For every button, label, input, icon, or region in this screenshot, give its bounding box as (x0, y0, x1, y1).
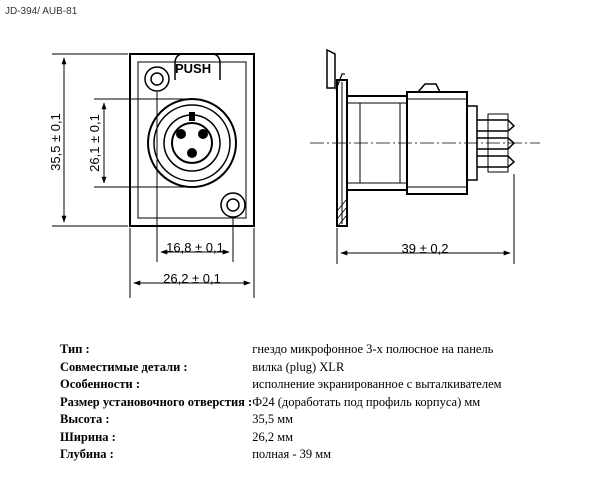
spec-row: Высота : 35,5 мм (60, 411, 580, 429)
spec-label: Совместимые детали : (60, 359, 188, 374)
spec-value: 35,5 мм (252, 412, 294, 427)
side-view (310, 48, 540, 227)
spec-row: Размер установочного отверстия :Ф24 (дор… (60, 394, 580, 412)
dim-depth: 39 ± 0,2 (402, 241, 449, 256)
drawing-title: JD-394/ AUB-81 (5, 6, 78, 17)
dim-height-outer: 35,5 ± 0,1 (48, 113, 63, 171)
pin-3 (187, 148, 197, 158)
rear-insert (466, 105, 478, 181)
pin-1 (176, 129, 186, 139)
dim-width-outer: 26,2 ± 0,1 (163, 271, 221, 286)
spec-value: 26,2 мм (252, 429, 294, 444)
push-latch (174, 53, 221, 80)
spec-label: Особенности : (60, 377, 140, 392)
dim-width-inner: 16,8 ± 0,1 (166, 240, 224, 255)
key-slot (189, 112, 195, 121)
solder-pins (477, 119, 516, 168)
mount-hole-bottom (220, 192, 246, 218)
spec-value: гнездо микрофонное 3-х полюсное на панел… (252, 342, 494, 357)
push-label: PUSH (175, 61, 211, 76)
spec-row: Ширина : 26,2 мм (60, 429, 580, 447)
flange-hatch (337, 199, 347, 227)
spec-row: Тип : гнездо микрофонное 3-х полюсное на … (60, 341, 580, 359)
front-dimension-lines (52, 53, 255, 298)
latch-lever (326, 48, 336, 89)
spec-row: Совместимые детали : вилка (plug) XLR (60, 359, 580, 377)
rear-latch (417, 83, 441, 93)
spec-label: Высота : (60, 412, 110, 427)
dim-height-inner: 26,1 ± 0,1 (87, 114, 102, 172)
socket-face (171, 122, 213, 164)
front-view (129, 53, 255, 227)
spec-label: Размер установочного отверстия : (60, 394, 253, 409)
spec-label: Тип : (60, 342, 90, 357)
spec-value: исполнение экранированное с выталкивател… (252, 377, 502, 392)
technical-drawing: JD-394/ AUB-81 PUSH 35,5 ± 0,1 26,1 ± 0 (5, 6, 540, 298)
spec-row: Особенности : исполнение экранированное с… (60, 376, 580, 394)
spec-value: Ф24 (доработать под профиль корпуса) мм (252, 394, 481, 409)
pin-2 (198, 129, 208, 139)
spec-row: Глубина : полная - 39 мм (60, 446, 580, 464)
spec-label: Ширина : (60, 429, 116, 444)
spec-value: вилка (plug) XLR (252, 359, 345, 374)
housing-inner (137, 61, 247, 219)
mount-hole-top (144, 66, 170, 92)
spec-label: Глубина : (60, 447, 114, 462)
socket-outer-ring (147, 98, 237, 188)
spec-value: полная - 39 мм (252, 447, 332, 462)
side-dimension-lines (336, 174, 515, 264)
specifications-table: Тип : гнездо микрофонное 3-х полюсное на … (60, 341, 580, 464)
